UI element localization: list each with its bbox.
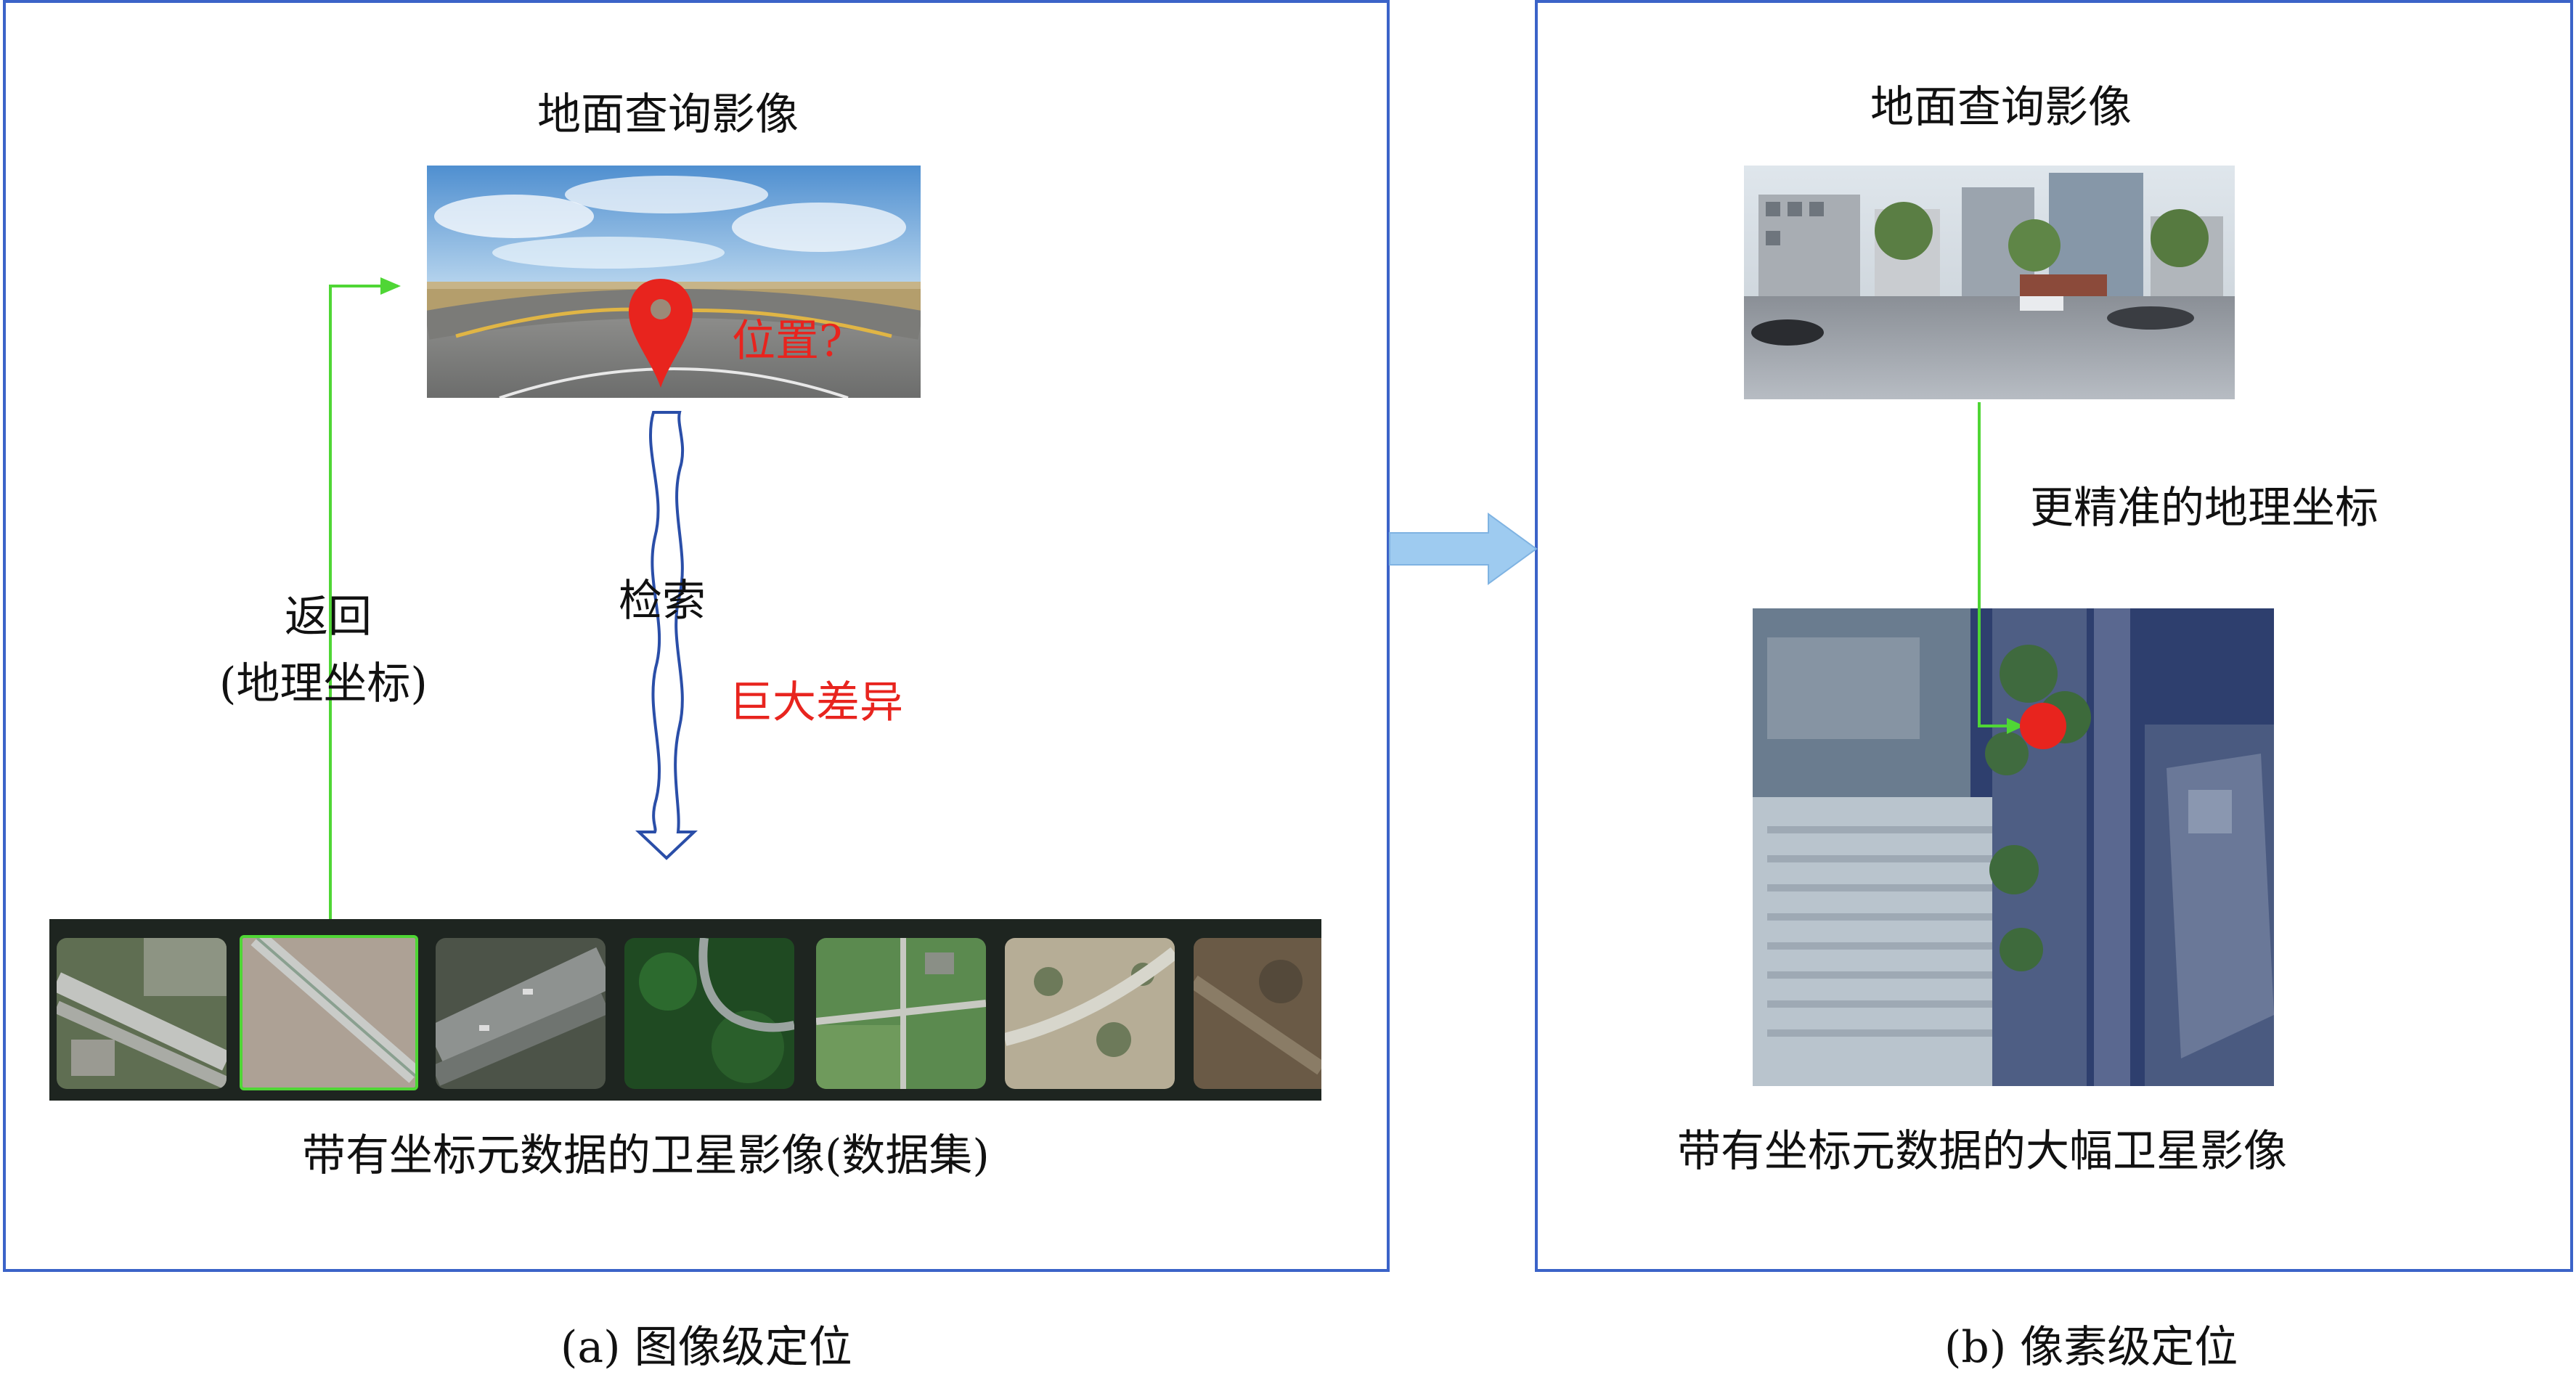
panel-image-level <box>3 0 1390 1272</box>
return-label-line1: 返回 <box>285 592 372 642</box>
return-label-line2: (地理坐标) <box>219 658 428 709</box>
satellite-thumb-4 <box>624 938 794 1089</box>
panel-pixel-level <box>1535 0 2573 1272</box>
satellite-thumb-2-selected[interactable] <box>240 935 418 1090</box>
position-question: 位置? <box>732 316 843 367</box>
panel-a-arrows <box>329 277 698 919</box>
location-pin-icon <box>629 279 693 388</box>
satellite-thumb-6 <box>1005 938 1175 1089</box>
caption-a: (a) 图像级定位 <box>561 1322 852 1373</box>
satellite-thumb-7 <box>1194 938 1321 1089</box>
satellite-thumb-5 <box>816 938 986 1089</box>
large-satellite-image <box>1753 608 2274 1086</box>
dataset-caption: 带有坐标元数据的卫星影像(数据集) <box>302 1130 990 1181</box>
satellite-thumb-1 <box>57 938 227 1089</box>
large-satellite-caption: 带有坐标元数据的大幅卫星影像 <box>1677 1126 2287 1177</box>
caption-b: (b) 像素级定位 <box>1944 1322 2238 1373</box>
precise-coords-label: 更精准的地理坐标 <box>2030 483 2379 534</box>
retrieve-label: 检索 <box>619 576 706 627</box>
ground-query-image-street <box>1744 166 2235 399</box>
transition-arrow-icon <box>1389 513 1538 585</box>
query-title-a: 地面查询影像 <box>537 89 799 140</box>
big-difference-label: 巨大差异 <box>729 677 903 728</box>
satellite-thumb-3 <box>436 938 606 1089</box>
query-title-b: 地面查询影像 <box>1870 82 2132 133</box>
